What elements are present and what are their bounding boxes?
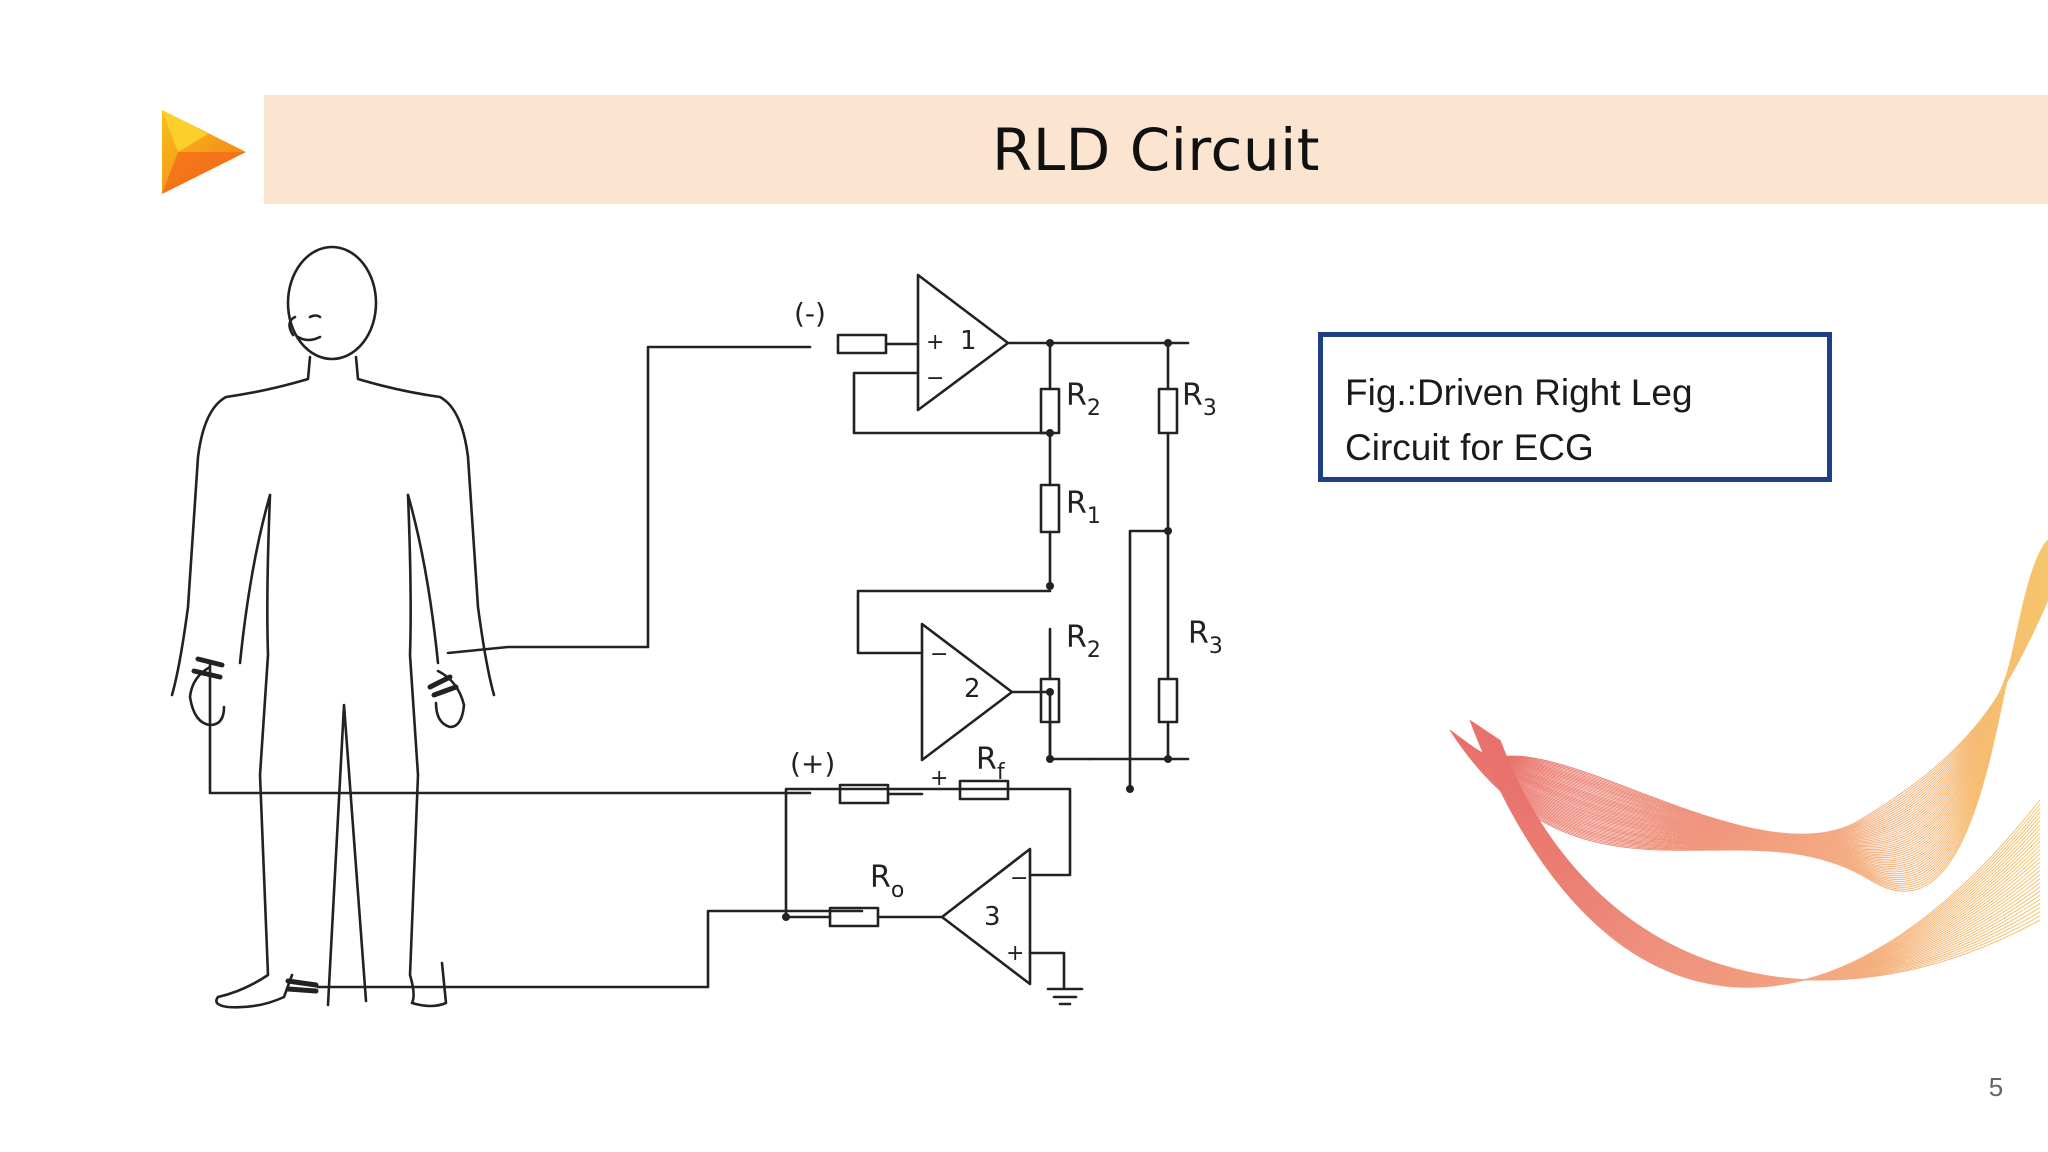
wave-line [1499, 739, 2041, 981]
brand-logo [162, 110, 246, 194]
caption-line-2: Circuit for ECG [1345, 427, 1594, 468]
r3-bottom-label: R [1188, 616, 1209, 651]
amp1-plus-sign: + [926, 330, 944, 355]
amp3-number: 3 [984, 902, 1001, 932]
r2-bottom-subscript: 2 [1087, 638, 1101, 663]
decorative-wave-graphic [1449, 540, 2048, 988]
r3-top-label: R [1182, 378, 1203, 413]
rld-circuit-diagram: (-) (+) 1 2 3 + − − + − + R2 R1 R2 R3 R3… [170, 245, 1223, 1009]
caption-line-1: Fig.:Driven Right Leg [1345, 372, 1693, 413]
ro-label: R [870, 860, 891, 895]
svg-text:R1: R1 [1066, 486, 1101, 529]
svg-text:R3: R3 [1182, 378, 1217, 421]
human-figure [170, 245, 496, 1009]
amp2-minus-sign: − [930, 642, 948, 667]
r1-subscript: 1 [1087, 504, 1101, 529]
page-number: 5 [1988, 1072, 2004, 1102]
wave-line [1496, 737, 2041, 981]
wave-line [1494, 736, 2041, 981]
svg-text:R3: R3 [1188, 616, 1223, 659]
wave-line [1461, 557, 2048, 867]
r2-bottom-label: R [1066, 620, 1087, 655]
amp3-plus-sign: + [1006, 941, 1024, 966]
amp1-minus-sign: − [926, 366, 944, 391]
amp2-plus-sign: + [930, 766, 948, 791]
wave-line [1493, 735, 2041, 981]
wave-line [1497, 738, 2041, 981]
wave-line [1498, 739, 2041, 981]
amp3-minus-sign: − [1010, 866, 1028, 891]
svg-text:Rf: Rf [976, 742, 1006, 785]
wave-line [1495, 737, 2041, 981]
ro-subscript: o [891, 878, 904, 903]
svg-text:Ro: Ro [870, 860, 904, 903]
figure-caption: Fig.:Driven Right Leg Circuit for ECG [1318, 332, 1832, 482]
slide-title: RLD Circuit [992, 115, 1320, 184]
r1-label: R [1066, 486, 1087, 521]
wave-line [1489, 599, 2048, 835]
rf-subscript: f [997, 760, 1006, 785]
r2-top-label: R [1066, 378, 1087, 413]
amp1-number: 1 [960, 326, 977, 356]
r3-top-subscript: 3 [1203, 396, 1217, 421]
svg-text:R2: R2 [1066, 620, 1101, 663]
r3-bottom-subscript: 3 [1209, 634, 1223, 659]
wave-line [1491, 734, 2041, 981]
minus-input-label: (-) [794, 297, 826, 330]
amp2-number: 2 [964, 674, 981, 704]
plus-input-label: (+) [790, 747, 835, 780]
r2-top-subscript: 2 [1087, 396, 1101, 421]
wave-line [1492, 734, 2041, 981]
title-bar: RLD Circuit [264, 95, 2048, 204]
svg-text:R2: R2 [1066, 378, 1101, 421]
rf-label: R [976, 742, 997, 777]
